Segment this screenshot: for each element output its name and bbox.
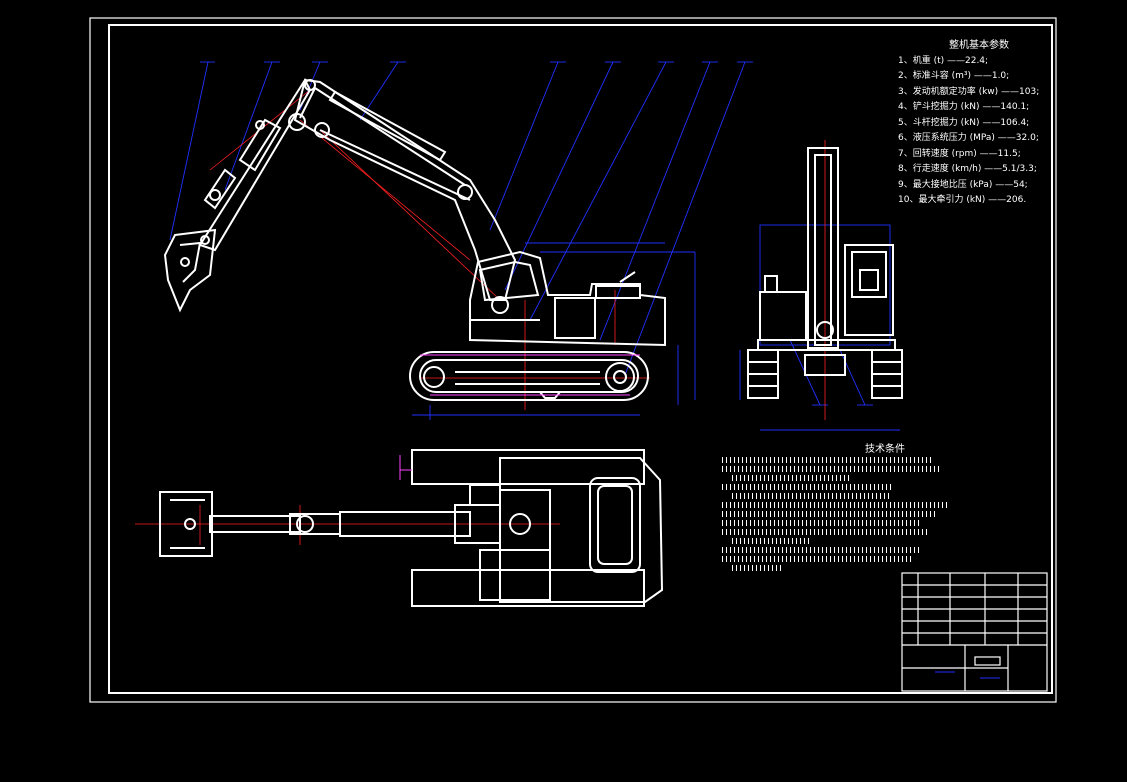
tech-line: [722, 520, 922, 526]
tech-line: [722, 484, 892, 490]
front-body: [747, 147, 903, 399]
tech-line: [722, 466, 942, 472]
params-title: 整机基本参数: [949, 40, 1009, 51]
top-view: [135, 449, 664, 607]
param-line: 10、最大牵引力 (kN) ——206.: [898, 195, 1027, 205]
param-line: 2、标准斗容 (m³) ——1.0;: [898, 71, 1010, 81]
tech-line: [732, 493, 892, 499]
front-leaders: [739, 224, 900, 431]
param-line: 3、发动机额定功率 (kw) ——103;: [898, 86, 1040, 97]
track: [409, 351, 649, 401]
tech-line: [722, 547, 922, 553]
param-line: 9、最大接地比压 (kPa) ——54;: [898, 179, 1028, 190]
bucket: [163, 228, 217, 313]
side-view: [163, 61, 753, 420]
param-line: 8、行走速度 (km/h) ——5.1/3.3;: [898, 164, 1037, 174]
title-block-marks: [935, 671, 1000, 679]
title-block: [901, 572, 1048, 692]
param-line: 5、斗杆挖掘力 (kN) ——106.4;: [898, 117, 1030, 128]
tech-line: [732, 538, 812, 544]
tech-line: [732, 565, 782, 571]
param-line: 1、机重 (t) ——22.4;: [898, 55, 989, 66]
tech-line: [722, 529, 927, 535]
tech-line: [722, 556, 912, 562]
inner-border: [108, 24, 1053, 694]
tech-line: [722, 502, 947, 508]
front-view: [739, 140, 903, 431]
param-line: 6、液压系统压力 (MPa) ——32.0;: [898, 133, 1039, 143]
hidden-lines: [420, 354, 640, 396]
leader-lines: [169, 61, 753, 420]
boom: [288, 78, 517, 301]
top-hidden: [399, 455, 412, 480]
tech-line: [732, 475, 852, 481]
tech-text-block: [722, 454, 952, 574]
param-line: 7、回转速度 (rpm) ——11.5;: [898, 148, 1021, 159]
tech-title: 技术条件: [865, 444, 905, 455]
upper-structure: [469, 250, 666, 347]
stick: [198, 77, 316, 252]
tech-line: [722, 457, 932, 463]
top-body: [159, 449, 664, 607]
outer-border: [89, 17, 1057, 703]
param-line: 4、铲斗挖掘力 (kN) ——140.1;: [898, 102, 1030, 112]
tech-line: [722, 511, 937, 517]
params-panel: 整机基本参数 1、机重 (t) ——22.4; 2、标准斗容 (m³) ——1.…: [898, 38, 1048, 209]
